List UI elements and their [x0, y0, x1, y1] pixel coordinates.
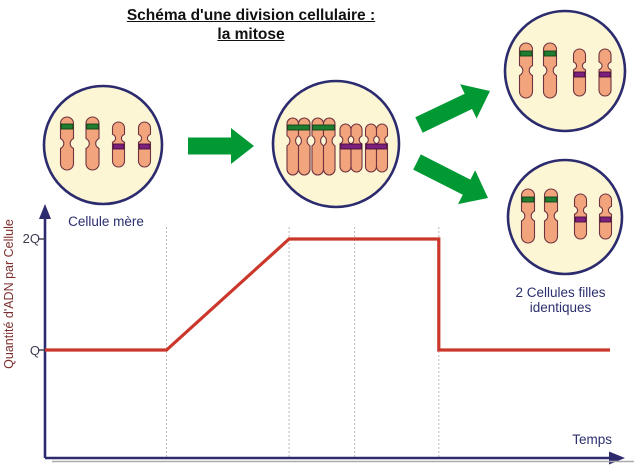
purple-band — [574, 216, 587, 223]
intermediate-cell — [271, 79, 401, 209]
purple-band — [112, 143, 125, 150]
daughter-cells-label: 2 Cellules filles identiques — [488, 285, 633, 315]
green-band — [519, 50, 533, 57]
purple-band — [365, 143, 388, 150]
chromatid — [297, 117, 311, 176]
purple-band — [573, 71, 586, 78]
purple-band — [340, 143, 362, 150]
tick-label-2q: 2Q — [22, 231, 40, 246]
green-band — [60, 123, 74, 130]
page-title: Schéma d'une division cellulaire : la mi… — [0, 6, 502, 44]
chromatid — [322, 117, 336, 176]
mother-cell — [42, 84, 164, 206]
green-band — [544, 196, 558, 203]
chart-dashed-guides — [165, 227, 440, 457]
chromosome — [543, 188, 559, 244]
x-axis-label: Temps — [572, 432, 612, 447]
green-band — [86, 123, 99, 130]
chromosome — [598, 193, 613, 240]
green-band — [287, 124, 310, 131]
dna-quantity-curve — [45, 237, 610, 352]
arrow-to-daughter-top — [415, 84, 490, 133]
x-axis-arrowhead — [609, 451, 625, 465]
arrow-to-daughter-bottom — [413, 154, 488, 205]
daughter-cell-bottom — [506, 158, 624, 276]
chromosome — [573, 193, 588, 240]
chromosome — [59, 116, 75, 171]
tick-label-q: Q — [29, 343, 40, 358]
chromosome — [520, 188, 536, 244]
title-line-1: Schéma d'une division cellulaire : — [126, 7, 376, 24]
cell-membrane — [42, 84, 164, 206]
dna-quantity-line — [45, 237, 610, 352]
chromosome — [518, 42, 534, 99]
green-band — [543, 50, 557, 57]
dna-chart-axes — [38, 204, 634, 465]
cell-membrane — [506, 158, 624, 276]
daughter-cells-label-line1: 2 Cellules filles — [515, 285, 606, 300]
chromosome — [85, 116, 100, 171]
chromosome — [542, 42, 558, 99]
daughter-cells-label-line2: identiques — [529, 300, 592, 315]
purple-band — [599, 71, 611, 78]
green-band — [521, 196, 535, 203]
cell-membrane — [503, 9, 627, 133]
purple-band — [138, 143, 151, 150]
daughter-cell-top — [503, 9, 627, 133]
purple-band — [599, 216, 612, 223]
mother-cell-label: Cellule mère — [68, 214, 144, 229]
division-arrows — [188, 84, 490, 205]
y-axis-arrowhead — [39, 204, 51, 219]
title-line-2: la mitose — [217, 26, 285, 43]
green-band — [312, 124, 335, 131]
arrow-mother-to-intermediate — [188, 128, 254, 164]
